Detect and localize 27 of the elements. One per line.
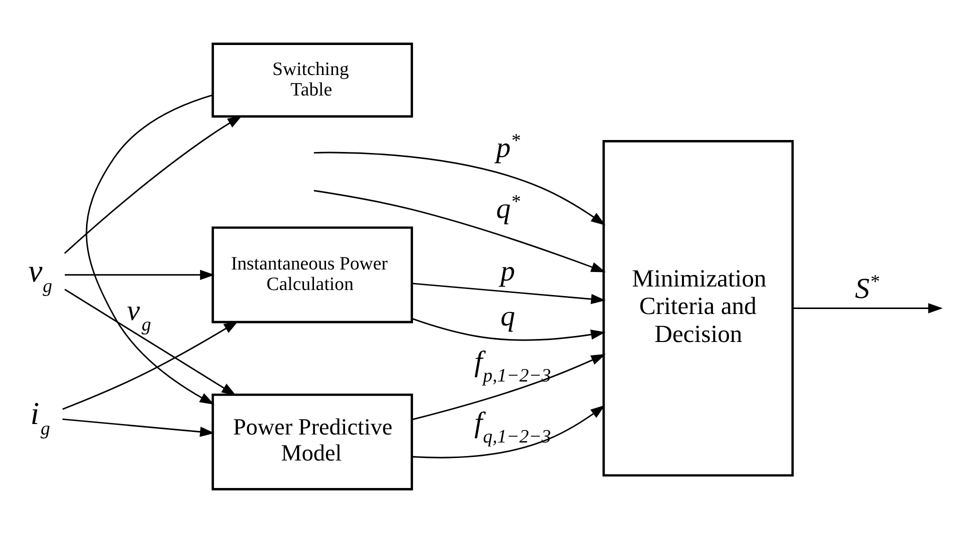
arrow bbox=[411, 282, 606, 304]
arrow bbox=[412, 354, 606, 420]
node-box: Switching Table bbox=[211, 42, 413, 118]
arrow bbox=[411, 318, 605, 341]
edge-label: f$_{p,1−2−3}$ bbox=[474, 346, 551, 386]
edge-label: q$^{*}$ bbox=[496, 192, 520, 226]
edge-label: q bbox=[500, 300, 515, 333]
edge-label: f$_{q,1−2−3}$ bbox=[474, 406, 551, 448]
edge-label: v$_{g}$ bbox=[126, 294, 151, 336]
node-text: v$_{g}$ bbox=[28, 254, 52, 298]
arrow bbox=[62, 320, 238, 410]
arrow bbox=[792, 303, 942, 314]
node-box: Instantaneous Power Calculation bbox=[211, 226, 413, 324]
edge-label: p bbox=[500, 256, 515, 288]
node-box: Power Predictive Model bbox=[211, 394, 413, 490]
arrow bbox=[64, 270, 214, 280]
arrow bbox=[313, 152, 605, 226]
arrow bbox=[85, 94, 214, 405]
arrow bbox=[313, 190, 606, 272]
arrow bbox=[412, 405, 605, 458]
arrow bbox=[64, 116, 242, 254]
node-text: i$_{g}$ bbox=[30, 396, 50, 440]
arrow bbox=[62, 418, 214, 437]
node-box: Minimization Criteria and Decision bbox=[602, 140, 794, 477]
arrow bbox=[64, 288, 236, 396]
edge-label: p$^{*}$ bbox=[496, 130, 520, 164]
edge-label: S$^{*}$ bbox=[854, 272, 879, 306]
